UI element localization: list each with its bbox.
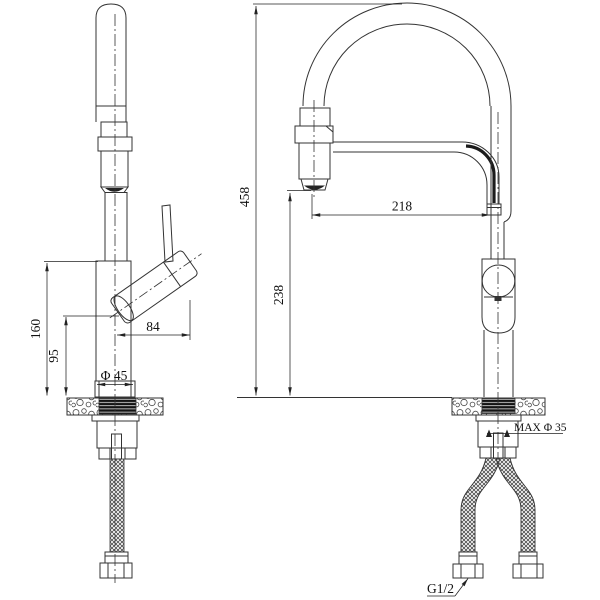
flexible-hose [465, 144, 496, 203]
dim-inlet-thread-label: G1/2 [427, 581, 454, 596]
hose-hex-nut-right [512, 563, 544, 579]
dim-lower-height [63, 315, 119, 396]
hose-connector [486, 203, 502, 216]
counter-deck-side [66, 397, 164, 416]
dim-outlet-height-label: 238 [271, 285, 286, 306]
mounting-nut-side [91, 414, 140, 460]
dim-handle-length-label: 84 [146, 319, 160, 334]
dim-inlet-thread [427, 578, 469, 597]
supply-hoses-front [452, 457, 544, 579]
dim-lower-height-label: 95 [46, 349, 61, 363]
dim-outlet-height [287, 190, 311, 396]
dimensions [44, 3, 563, 597]
dim-body-height [44, 261, 98, 396]
dim-total-height [253, 3, 402, 396]
handle-side [109, 204, 202, 324]
dim-max-hole-label: MAX Φ 35 [514, 422, 567, 434]
gooseneck-arc [302, 2, 512, 107]
faucet-body-front [481, 258, 516, 397]
dim-spout-reach [311, 194, 490, 219]
faucet-body-side [95, 192, 132, 382]
spray-head-front [294, 100, 334, 197]
spout-column [490, 106, 512, 259]
supply-hose-side [99, 458, 133, 579]
front-view [237, 2, 546, 579]
dim-spout-reach-label: 218 [392, 199, 413, 214]
dim-max-hole [486, 429, 563, 437]
hose-hex-nut-left [452, 563, 484, 579]
hose-hex-nut-side [99, 562, 133, 579]
spray-wand-side [95, 3, 133, 193]
dim-total-height-label: 458 [237, 187, 252, 208]
dim-body-height-label: 160 [28, 319, 43, 340]
threaded-shank-front [481, 397, 516, 414]
support-arm [333, 141, 502, 216]
counter-deck-front [237, 397, 546, 416]
threaded-shank-side [98, 397, 137, 415]
handle-centerline [109, 253, 202, 319]
dim-base-diameter-label: Φ 45 [101, 368, 128, 383]
dim-handle-length [117, 300, 191, 340]
side-view [66, 3, 202, 583]
